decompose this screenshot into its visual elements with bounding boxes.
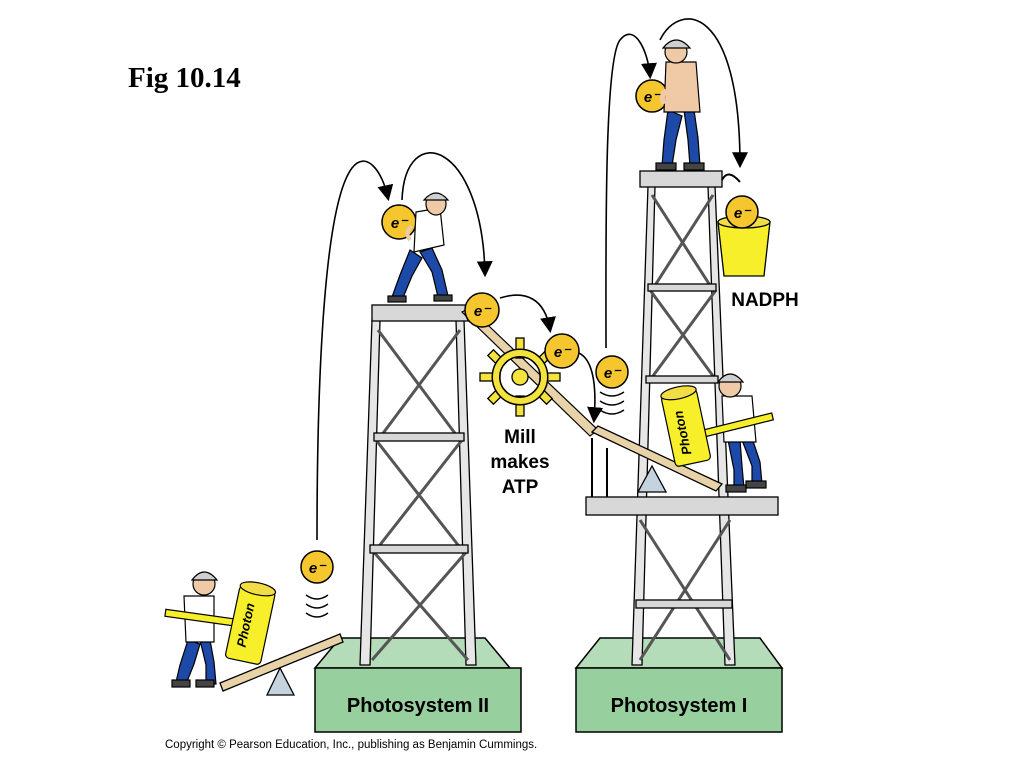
electron-ramp-top: e⁻: [464, 292, 500, 328]
svg-text:e⁻: e⁻: [554, 344, 572, 361]
worker-ground-psii: Photon: [164, 571, 277, 688]
worker-psii-top: [387, 192, 453, 303]
svg-text:e⁻: e⁻: [734, 205, 752, 222]
mill-label-line2: makes: [490, 452, 549, 473]
electron-psi-rising: e⁻: [595, 355, 629, 389]
figure-title: Fig 10.14: [128, 62, 241, 94]
photosystem-2-seesaw: [219, 633, 344, 696]
electron-bucket: e⁻: [725, 195, 759, 229]
electron-ramp-mid: e⁻: [544, 333, 580, 369]
svg-text:e⁻: e⁻: [309, 560, 327, 577]
photosystem-1-base: Photosystem I: [574, 637, 784, 733]
arrow-ground-to-psii-top: [316, 160, 394, 541]
svg-text:e⁻: e⁻: [644, 89, 662, 106]
electron-motion-marks: [305, 391, 625, 618]
photosystem-2-label: Photosystem II: [347, 695, 489, 717]
photosystem-1-tower: [585, 170, 779, 666]
worker-psi-top: [655, 39, 705, 171]
arrow-mill-to-psi: [575, 351, 604, 424]
electron-psi-worker: e⁻: [635, 79, 669, 113]
electron-ground: e⁻: [300, 550, 334, 584]
nadph-label: NADPH: [731, 290, 799, 311]
copyright-notice: Copyright © Pearson Education, Inc., pub…: [165, 739, 538, 751]
photosystem-2-base: Photosystem II: [313, 637, 522, 733]
svg-text:e⁻: e⁻: [604, 365, 622, 382]
arrow-ramp-to-mill: [499, 294, 556, 334]
arrow-psi-to-top: [605, 33, 657, 349]
arrow-psi-top-to-bucket: [659, 18, 748, 169]
svg-text:e⁻: e⁻: [391, 215, 409, 232]
mill-label-line3: ATP: [502, 477, 539, 498]
electron-psii-worker: e⁻: [381, 204, 417, 240]
photosystem-2-tower: [359, 304, 477, 666]
worker-psi-middle: Photon: [660, 373, 775, 493]
arrow-psii-worker-to-ramp: [401, 152, 493, 278]
mill-label-line1: Mill: [504, 427, 536, 448]
svg-text:e⁻: e⁻: [474, 303, 492, 320]
atp-mill-wheel: [479, 337, 561, 417]
photosystem-1-seesaw: [590, 425, 724, 493]
electron-path-arrows: [316, 18, 748, 541]
photosystem-1-label: Photosystem I: [611, 695, 748, 717]
